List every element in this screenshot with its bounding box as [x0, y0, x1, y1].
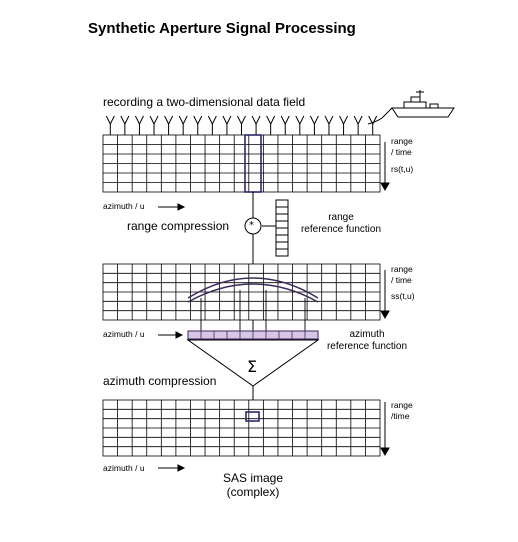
azimuth-reference-connectors — [200, 290, 306, 331]
hydrophone-icon — [353, 115, 363, 135]
focused-pixel — [245, 411, 260, 422]
hydrophone-icon — [280, 115, 290, 135]
hydrophone-icon — [105, 115, 115, 135]
convolution-symbol: * — [249, 220, 254, 231]
sas-image-grid — [102, 399, 381, 457]
hydrophone-icon — [120, 115, 130, 135]
range-compression-label: range compression — [127, 219, 230, 233]
azimuth-reference-bar — [187, 330, 319, 340]
sigma-symbol: Σ — [247, 357, 258, 376]
range-time-label-1: range / time — [391, 136, 413, 157]
hydrophone-icon — [339, 115, 348, 135]
range-time-label-2: range / time — [391, 264, 413, 285]
rs-label: rs(t,u) — [391, 164, 414, 174]
hydrophone-icon — [149, 115, 159, 135]
range-arrows — [380, 142, 390, 457]
hydrophone-icon — [309, 115, 319, 135]
page-title: Synthetic Aperture Signal Processing — [88, 20, 356, 37]
range-time-label-3: range /time — [391, 400, 413, 421]
hydrophone-icon — [266, 115, 276, 135]
hydrophone-icon — [207, 115, 217, 135]
hydrophone-icon — [135, 115, 144, 135]
azimuth-compression-label: azimuth compression — [103, 374, 217, 388]
range-reference-ladder — [275, 199, 289, 257]
raw-data-grid — [102, 134, 381, 193]
azimuth-label-3: azimuth / u — [103, 463, 145, 473]
ss-label: ss(t,u) — [391, 291, 415, 301]
range-compressed-grid — [102, 263, 381, 321]
summation-funnel — [186, 339, 320, 387]
hydrophone-icon — [222, 115, 232, 135]
convolution-operator — [244, 217, 262, 235]
hydrophone-icon — [237, 115, 246, 135]
recording-label: recording a two-dimensional data field — [103, 95, 306, 109]
hydrophone-icon — [368, 115, 378, 135]
hydrophone-icon — [193, 115, 203, 135]
azimuth-label-1: azimuth / u — [103, 201, 145, 211]
hydrophone-icon — [295, 115, 305, 135]
hydrophone-icon — [178, 115, 188, 135]
hydrophone-icon — [251, 115, 261, 135]
hydrophone-array — [105, 115, 378, 135]
hydrophone-icon — [324, 115, 334, 135]
range-reference-label: range reference function — [300, 212, 382, 235]
hydrophone-icon — [164, 115, 174, 135]
ship-icon — [367, 90, 455, 125]
azimuth-label-2: azimuth / u — [103, 329, 145, 339]
sas-image-label: SAS image (complex) — [222, 471, 284, 499]
flow-lines — [252, 192, 276, 400]
azimuth-arrows — [158, 203, 186, 472]
hyperbolic-arcs — [187, 277, 319, 303]
azimuth-reference-label: azimuth reference function — [326, 329, 408, 352]
